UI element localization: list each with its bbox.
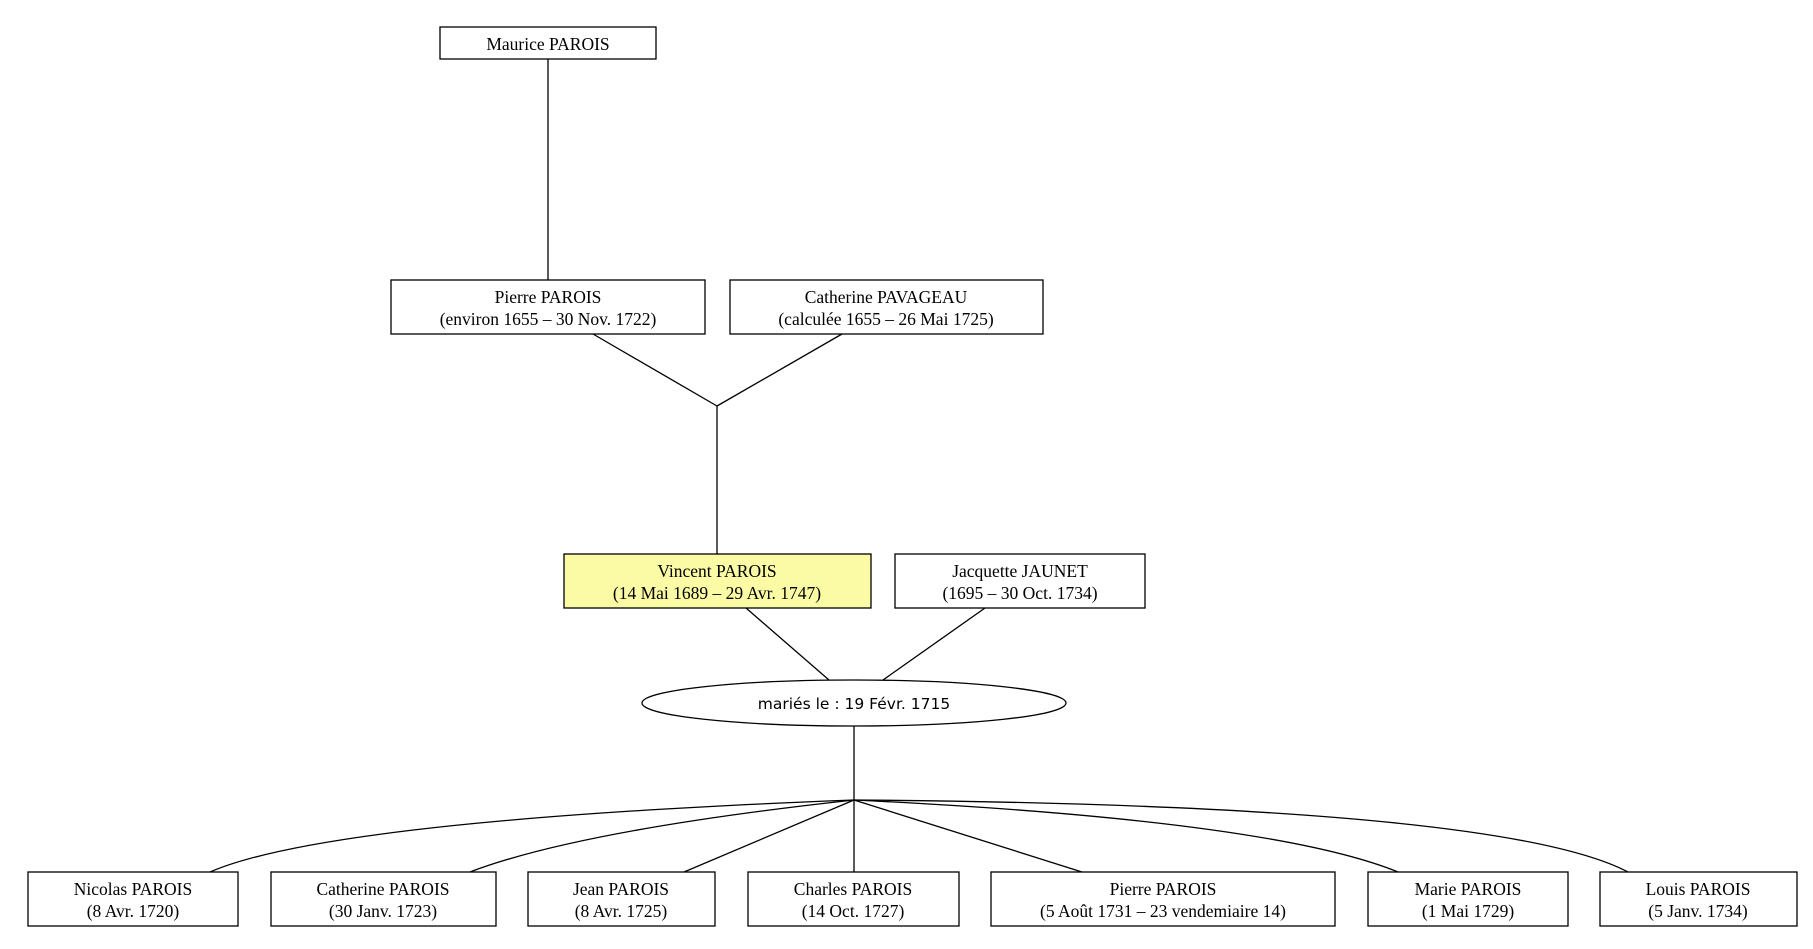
person-box-highlighted: [563, 553, 872, 609]
person-maurice-parois[interactable]: Maurice PAROIS: [439, 26, 657, 60]
person-box: [1367, 871, 1569, 927]
link-hub-child-nicolas: [209, 799, 855, 873]
link-hub-child-pierre: [853, 799, 1083, 873]
person-box: [390, 279, 706, 335]
person-name: Nicolas PAROIS: [74, 879, 192, 899]
person-catherine-pavageau[interactable]: Catherine PAVAGEAU (calculée 1655 – 26 M…: [729, 279, 1044, 335]
child-catherine-parois[interactable]: Catherine PAROIS (30 Janv. 1723): [270, 871, 497, 927]
person-name: Jean PAROIS: [573, 879, 669, 899]
person-box: [270, 871, 497, 927]
person-dates: (1695 – 30 Oct. 1734): [942, 583, 1097, 603]
link-catherine-union: [716, 333, 843, 407]
person-name: Louis PAROIS: [1646, 879, 1751, 899]
person-name: Vincent PAROIS: [657, 561, 776, 581]
link-pierre-union: [592, 333, 718, 407]
person-name: Jacquette JAUNET: [952, 561, 1088, 581]
person-dates: (8 Avr. 1725): [575, 901, 668, 921]
person-dates: (environ 1655 – 30 Nov. 1722): [440, 309, 657, 329]
person-dates: (14 Mai 1689 – 29 Avr. 1747): [613, 583, 821, 603]
person-dates: (14 Oct. 1727): [802, 901, 905, 921]
person-box: [439, 26, 657, 60]
person-name: Marie PAROIS: [1415, 879, 1522, 899]
person-box: [729, 279, 1044, 335]
marriage-ellipse: [641, 679, 1067, 727]
marriage-node[interactable]: mariés le : 19 Févr. 1715: [641, 679, 1067, 727]
person-box: [527, 871, 716, 927]
link-hub-child-marie: [853, 799, 1399, 873]
person-name: Pierre PAROIS: [495, 287, 602, 307]
person-box: [27, 871, 239, 927]
link-jacquette-marriage: [882, 607, 986, 681]
child-marie-parois[interactable]: Marie PAROIS (1 Mai 1729): [1367, 871, 1569, 927]
child-nicolas-parois[interactable]: Nicolas PAROIS (8 Avr. 1720): [27, 871, 239, 927]
child-louis-parois[interactable]: Louis PAROIS (5 Janv. 1734): [1599, 871, 1798, 927]
child-jean-parois[interactable]: Jean PAROIS (8 Avr. 1725): [527, 871, 716, 927]
person-name: Catherine PAROIS: [316, 879, 449, 899]
person-pierre-parois-sr[interactable]: Pierre PAROIS (environ 1655 – 30 Nov. 17…: [390, 279, 706, 335]
person-box: [990, 871, 1336, 927]
person-dates: (8 Avr. 1720): [87, 901, 180, 921]
children-row: Nicolas PAROIS (8 Avr. 1720) Catherine P…: [27, 871, 1798, 927]
child-charles-parois[interactable]: Charles PAROIS (14 Oct. 1727): [747, 871, 960, 927]
person-dates: (1 Mai 1729): [1422, 901, 1515, 921]
person-name: Charles PAROIS: [794, 879, 912, 899]
person-name: Catherine PAVAGEAU: [805, 287, 968, 307]
person-dates: (calculée 1655 – 26 Mai 1725): [778, 309, 993, 329]
person-dates: (5 Janv. 1734): [1648, 901, 1748, 921]
person-dates: (30 Janv. 1723): [329, 901, 437, 921]
marriage-label: mariés le : 19 Févr. 1715: [758, 695, 950, 713]
link-hub-child-catherine: [469, 799, 855, 873]
person-name: Pierre PAROIS: [1110, 879, 1217, 899]
child-pierre-parois[interactable]: Pierre PAROIS (5 Août 1731 – 23 vendemia…: [990, 871, 1336, 927]
link-hub-child-louis: [853, 799, 1629, 873]
person-dates: (5 Août 1731 – 23 vendemiaire 14): [1040, 901, 1286, 921]
person-vincent-parois[interactable]: Vincent PAROIS (14 Mai 1689 – 29 Avr. 17…: [563, 553, 872, 609]
person-name: Maurice PAROIS: [486, 34, 609, 54]
tree-links: [209, 59, 1629, 873]
person-jacquette-jaunet[interactable]: Jacquette JAUNET (1695 – 30 Oct. 1734): [894, 553, 1146, 609]
link-vincent-marriage: [745, 607, 830, 681]
person-box: [747, 871, 960, 927]
link-hub-child-jean: [683, 799, 855, 873]
person-box: [1599, 871, 1798, 927]
person-box: [894, 553, 1146, 609]
